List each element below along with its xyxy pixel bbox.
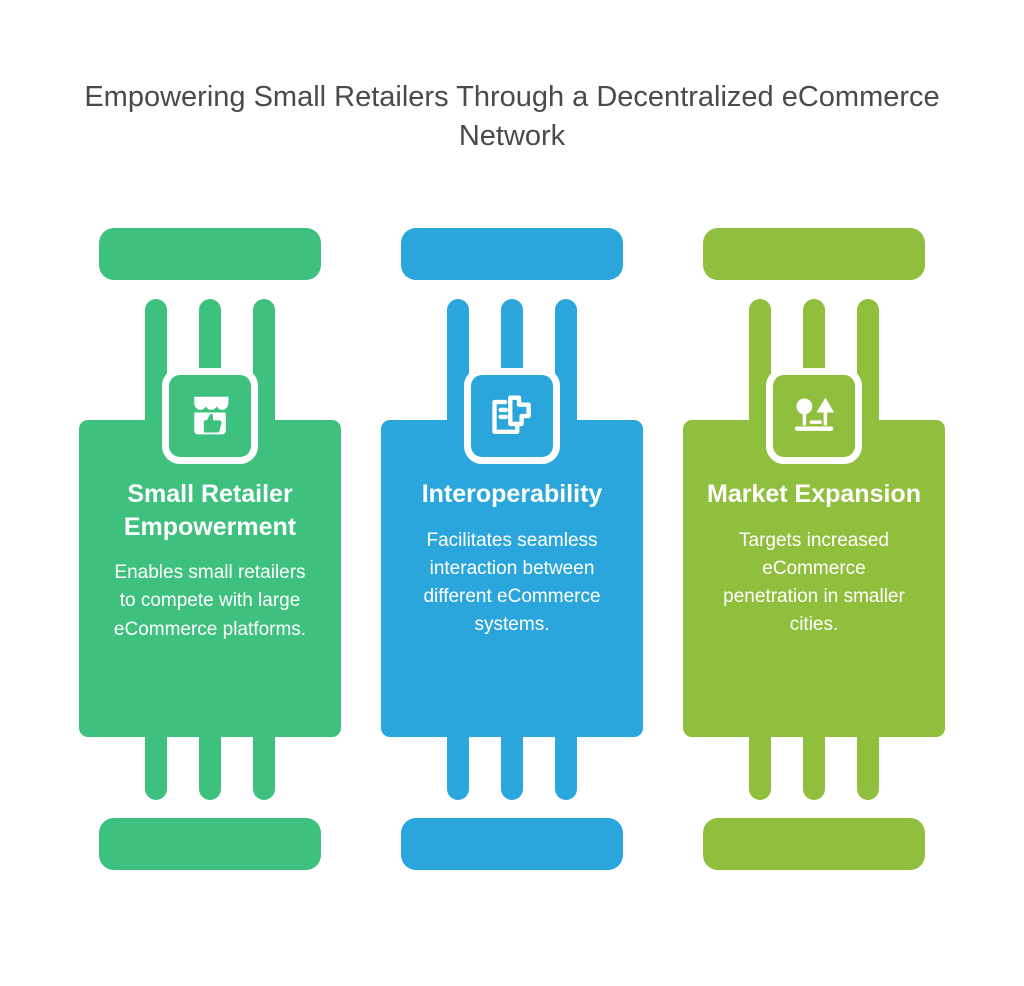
pillar-bar	[253, 299, 275, 421]
pillar-top-cap	[703, 228, 925, 281]
pillar-bar	[857, 737, 879, 801]
pillar-interoperability: Interoperability Facilitates seamless in…	[381, 228, 643, 871]
pillar-bottom-bars	[749, 737, 879, 801]
pillar-bar	[555, 737, 577, 801]
pillar-bar	[447, 299, 469, 421]
pillar-card: Interoperability Facilitates seamless in…	[381, 368, 643, 738]
pillar-bar	[803, 737, 825, 801]
pillar-bar	[857, 299, 879, 421]
pillar-bar	[749, 737, 771, 801]
pillar-top-bars	[447, 299, 577, 421]
pillar-icon-badge	[464, 368, 560, 465]
pillar-card: Market Expansion Targets increased eComm…	[683, 368, 945, 738]
pillar-icon-badge	[766, 368, 862, 465]
pillar-small-retailer-empowerment: Small Retailer Empowerment Enables small…	[79, 228, 341, 871]
pillar-bottom-cap	[401, 818, 623, 871]
pillar-bar	[447, 737, 469, 801]
pillar-bar	[253, 737, 275, 801]
pillar-bar	[501, 737, 523, 801]
pillar-card: Small Retailer Empowerment Enables small…	[79, 368, 341, 738]
page-title: Empowering Small Retailers Through a Dec…	[84, 81, 940, 153]
pillar-description: Enables small retailers to compete with …	[113, 562, 307, 640]
pillar-bottom-cap	[99, 818, 321, 871]
pillar-icon-badge	[162, 368, 258, 465]
pillar-bar	[145, 299, 167, 421]
pillar-bar	[145, 737, 167, 801]
pillar-market-expansion: Market Expansion Targets increased eComm…	[683, 228, 945, 871]
pillar-description: Targets increased eCommerce penetration …	[723, 529, 905, 636]
pillar-description: Facilitates seamless interaction between…	[423, 529, 601, 636]
storefront-thumbs-up-icon	[191, 397, 229, 435]
park-growth-icon	[794, 397, 835, 432]
pillar-bar	[199, 737, 221, 801]
pillar-top-cap	[401, 228, 623, 281]
pillar-bottom-bars	[145, 737, 275, 801]
pillar-heading: Small Retailer Empowerment	[123, 480, 297, 541]
pillar-top-cap	[99, 228, 321, 281]
connected-systems-icon	[492, 395, 531, 435]
pillar-heading: Market Expansion	[707, 480, 921, 509]
pillar-heading: Interoperability	[421, 480, 603, 509]
pillar-bar	[555, 299, 577, 421]
pillar-bottom-cap	[703, 818, 925, 871]
pillar-bar	[749, 299, 771, 421]
pillar-group: Small Retailer Empowerment Enables small…	[0, 228, 1024, 871]
pillar-bottom-bars	[447, 737, 577, 801]
